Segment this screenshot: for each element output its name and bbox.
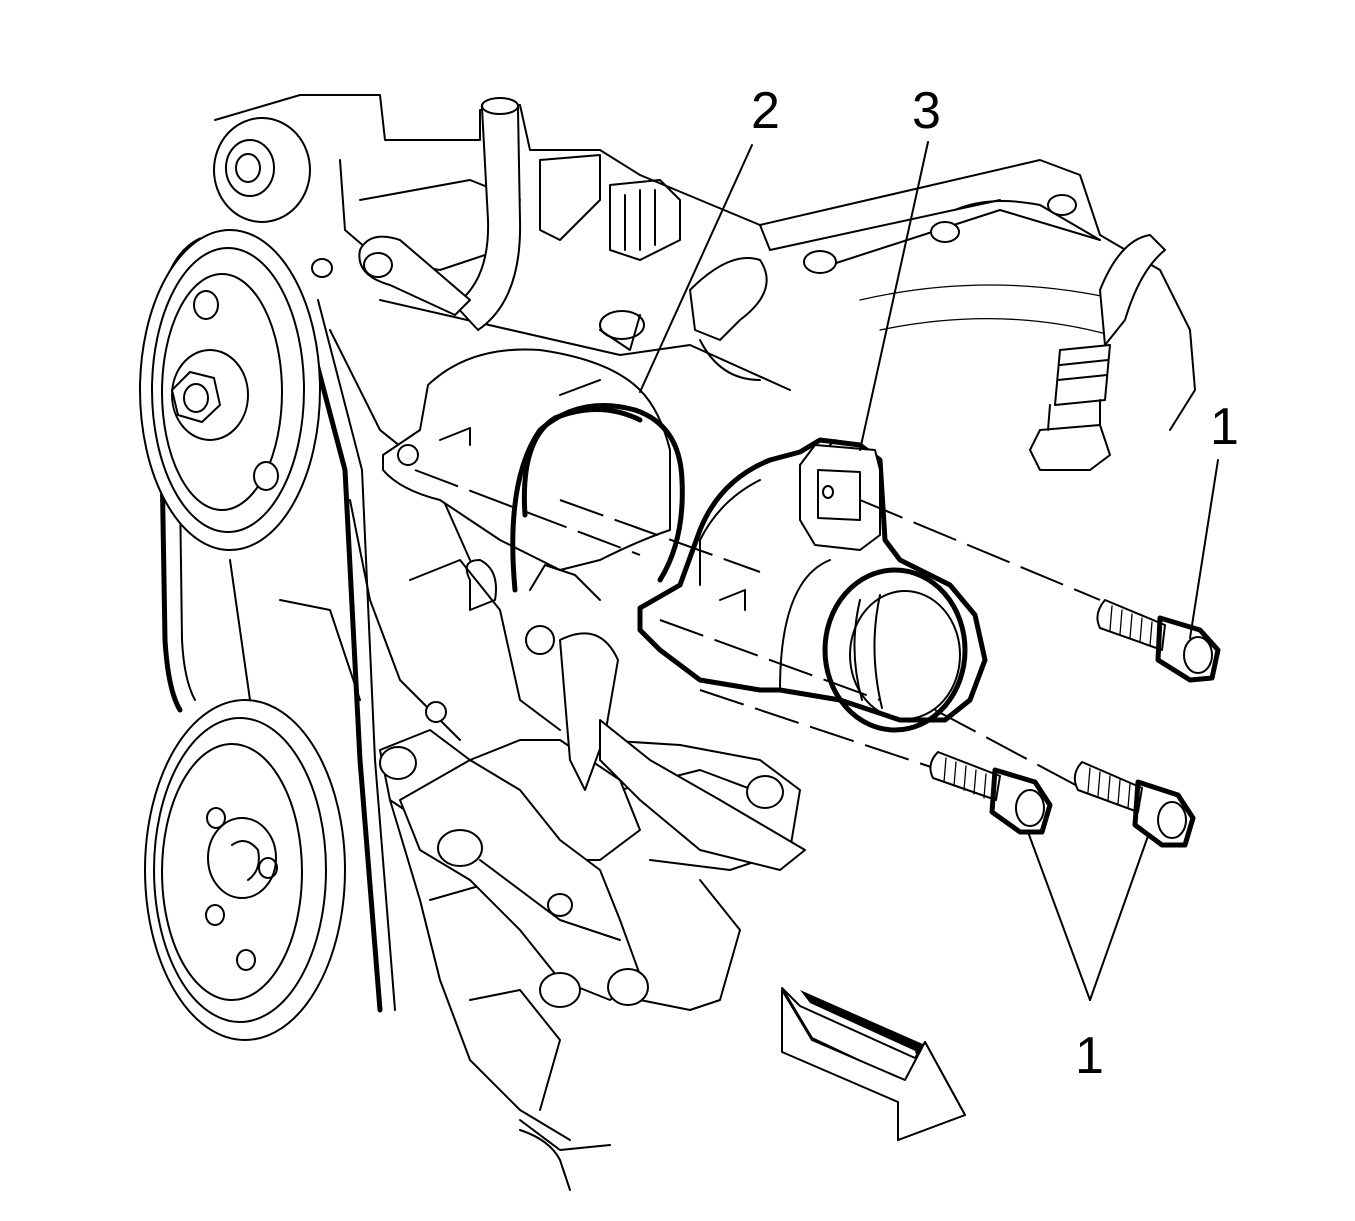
direction-arrow-icon <box>781 987 966 1141</box>
crankshaft-pulley-upper <box>139 229 321 551</box>
ac-compressor-pulley <box>144 699 346 1041</box>
idler-pulley-upper <box>213 117 311 223</box>
callout-gasket: 2 <box>751 82 780 140</box>
tensioner-bracket <box>379 625 806 1191</box>
leader-lines <box>639 141 1219 1001</box>
hoses-top <box>311 97 768 381</box>
bolt-upper <box>1096 599 1221 683</box>
callout-labels: 2 3 1 1 <box>751 82 1239 1085</box>
thermostat-housing <box>637 437 988 733</box>
callout-thermostat-housing: 3 <box>912 82 941 140</box>
bolt-lower-right <box>1073 761 1196 848</box>
assembly-alignment-lines <box>414 469 1101 791</box>
callout-bolts-bottom: 1 <box>1075 1027 1104 1085</box>
gasket <box>510 403 685 601</box>
bolt-lower-left <box>929 751 1053 835</box>
oxygen-sensor <box>803 194 1166 471</box>
callout-bolt-top: 1 <box>1210 398 1239 456</box>
